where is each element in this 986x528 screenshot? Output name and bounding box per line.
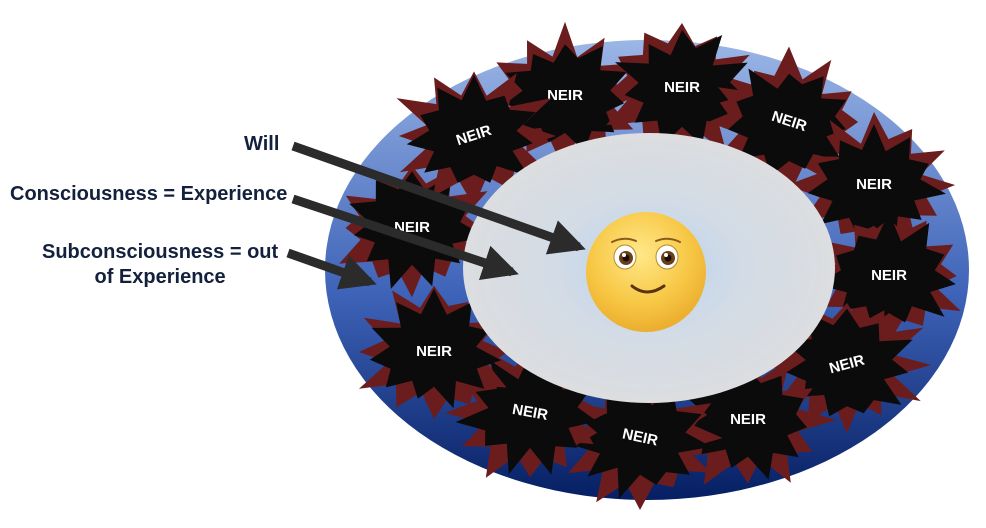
neir-burst: NEIR	[358, 285, 509, 419]
label-subconsciousness-line2: of Experience	[94, 266, 226, 288]
neir-burst: NEIR	[708, 46, 866, 196]
arrow-icon-consciousness	[291, 194, 519, 280]
label-subconsciousness: Subconsciousness = out of Experience	[42, 240, 278, 290]
starburst-icon	[683, 368, 808, 480]
label-will: Will	[244, 133, 280, 155]
neir-burst: NEIR	[606, 23, 763, 159]
starburst-icon	[369, 288, 502, 409]
label-consciousness: Consciousness = Experience	[10, 183, 288, 205]
neir-label: NEIR	[547, 87, 583, 104]
starburst-icon	[816, 212, 956, 326]
neir-label: NEIR	[856, 176, 892, 193]
neir-burst: NEIR	[787, 112, 956, 250]
starburst-icon	[807, 123, 946, 246]
smiling-face-icon	[586, 212, 706, 332]
starburst-icon	[406, 74, 536, 183]
neir-label: NEIR	[730, 411, 766, 428]
label-subconsciousness-line1: Subconsciousness = out	[42, 241, 279, 263]
neir-burst: NEIR	[491, 21, 636, 172]
neir-label: NEIR	[664, 79, 700, 96]
arrow-icon-will	[291, 141, 586, 255]
starburst-icon	[349, 171, 486, 289]
neir-burst: NEIR	[812, 212, 961, 342]
neir-label: NEIR	[511, 401, 549, 424]
neir-burst: NEIR	[396, 71, 556, 207]
starburst-icon	[728, 68, 847, 176]
arrow-icon-subconsciousness	[286, 248, 377, 290]
starburst-icon	[572, 381, 712, 499]
starburst-icon	[505, 44, 627, 152]
neir-label: NEIR	[871, 267, 907, 284]
starburst-icon	[615, 29, 748, 146]
starburst-icon	[781, 308, 913, 417]
neir-label: NEIR	[416, 343, 452, 360]
